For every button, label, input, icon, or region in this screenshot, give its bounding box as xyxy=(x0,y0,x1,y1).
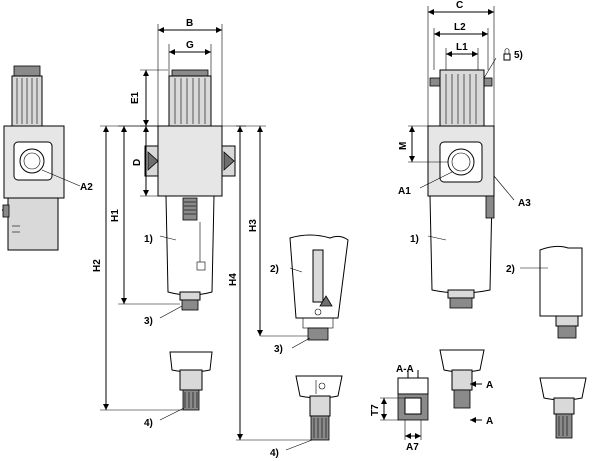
label-h4: H4 xyxy=(228,273,239,286)
label-h3: H3 xyxy=(248,219,259,232)
label-a3: A3 xyxy=(518,198,531,209)
label-l1: L1 xyxy=(456,42,468,53)
label-d: D xyxy=(132,159,143,166)
bowl-detail-2-right xyxy=(539,245,583,339)
label-c: C xyxy=(456,0,463,11)
label-3-left: 3) xyxy=(144,316,153,327)
right-front-view xyxy=(427,69,495,309)
label-section-aa: A-A xyxy=(396,364,414,375)
label-five: 5) xyxy=(514,50,523,61)
label-a-top: A xyxy=(486,380,493,391)
label-t7: T7 xyxy=(370,404,381,416)
label-b: B xyxy=(186,18,193,29)
label-a7: A7 xyxy=(406,442,419,453)
drain-detail-right xyxy=(539,377,587,439)
label-a2: A2 xyxy=(80,182,93,193)
drain-detail-4-middle xyxy=(295,375,343,441)
side-view-left xyxy=(2,65,65,251)
front-view xyxy=(144,69,236,311)
drain-detail-4-left xyxy=(169,351,213,411)
labels: B G C L2 L1 5) E1 D M A1 A2 A3 H1 H2 H3 … xyxy=(80,0,531,459)
label-1-left: 1) xyxy=(144,234,153,245)
drain-detail-a xyxy=(439,349,485,409)
label-2-right: 2) xyxy=(506,264,515,275)
dimension-lines xyxy=(41,6,548,451)
label-h2: H2 xyxy=(92,259,103,272)
padlock-icon xyxy=(503,48,511,61)
label-a-bottom: A xyxy=(486,416,493,427)
label-3-middle: 3) xyxy=(274,344,283,355)
label-a1: A1 xyxy=(398,186,411,197)
bowl-detail-2-middle xyxy=(289,234,349,341)
label-h1: H1 xyxy=(110,209,121,222)
label-4-left: 4) xyxy=(144,418,153,429)
label-2-middle: 2) xyxy=(270,264,279,275)
label-l2: L2 xyxy=(454,22,466,33)
section-a-a xyxy=(397,370,429,421)
label-4-middle: 4) xyxy=(270,448,279,459)
label-e1: E1 xyxy=(130,91,141,104)
label-g: G xyxy=(186,40,194,51)
label-1-right: 1) xyxy=(410,234,419,245)
label-m: M xyxy=(398,142,409,150)
